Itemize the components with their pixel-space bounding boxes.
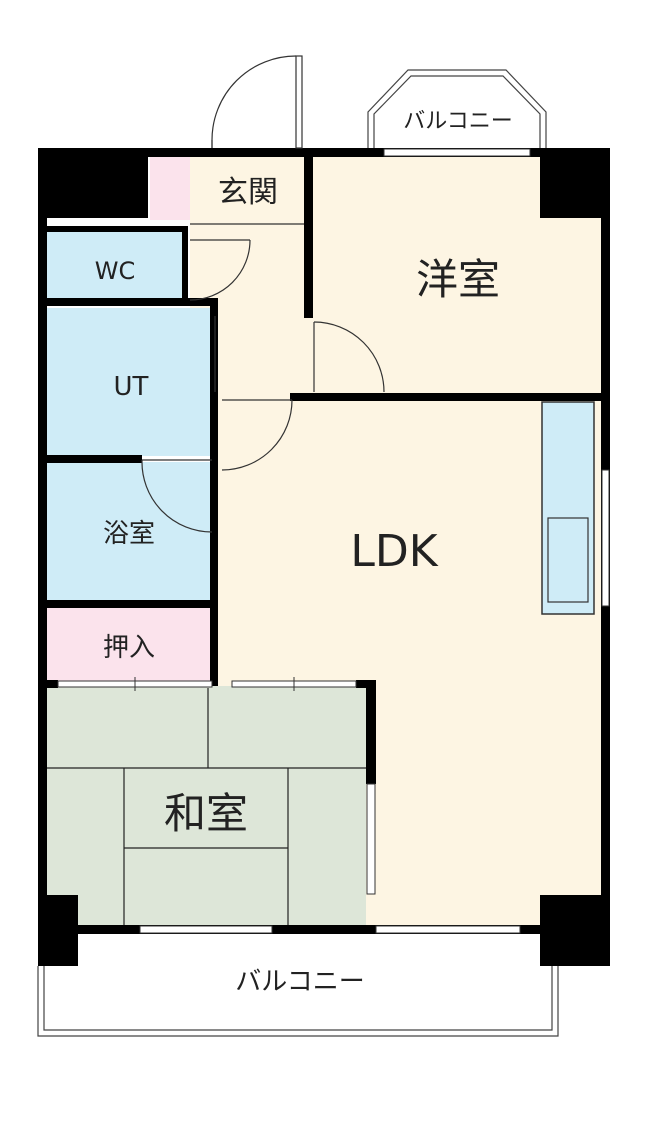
ut-floor [46, 308, 214, 456]
bottom-balcony-label: バルコニー [235, 967, 364, 997]
japanese-room-floor [46, 686, 366, 926]
tatami-lines [46, 688, 366, 926]
top-balcony [367, 69, 547, 148]
japanese-room-label: 和室 [164, 789, 248, 838]
bathroom-label: 浴室 [103, 519, 155, 549]
closet-label: 押入 [103, 633, 155, 663]
wc-floor [46, 230, 186, 302]
closet-floor [46, 606, 214, 682]
ut-label: UT [114, 372, 149, 402]
wc-label: WC [95, 257, 136, 285]
entrance-label: 玄関 [218, 175, 278, 210]
western-room-label: 洋室 [416, 255, 500, 304]
doors [141, 55, 385, 533]
walls [38, 148, 610, 966]
sliding-doors [57, 677, 357, 691]
windows [139, 148, 610, 934]
ldk-label: LDK [350, 526, 438, 577]
kitchen-counter [541, 401, 595, 615]
entrance-closet [150, 156, 190, 220]
bath-floor [46, 462, 214, 600]
bottom-balcony [37, 966, 559, 1037]
top-balcony-label: バルコニー [403, 109, 513, 134]
